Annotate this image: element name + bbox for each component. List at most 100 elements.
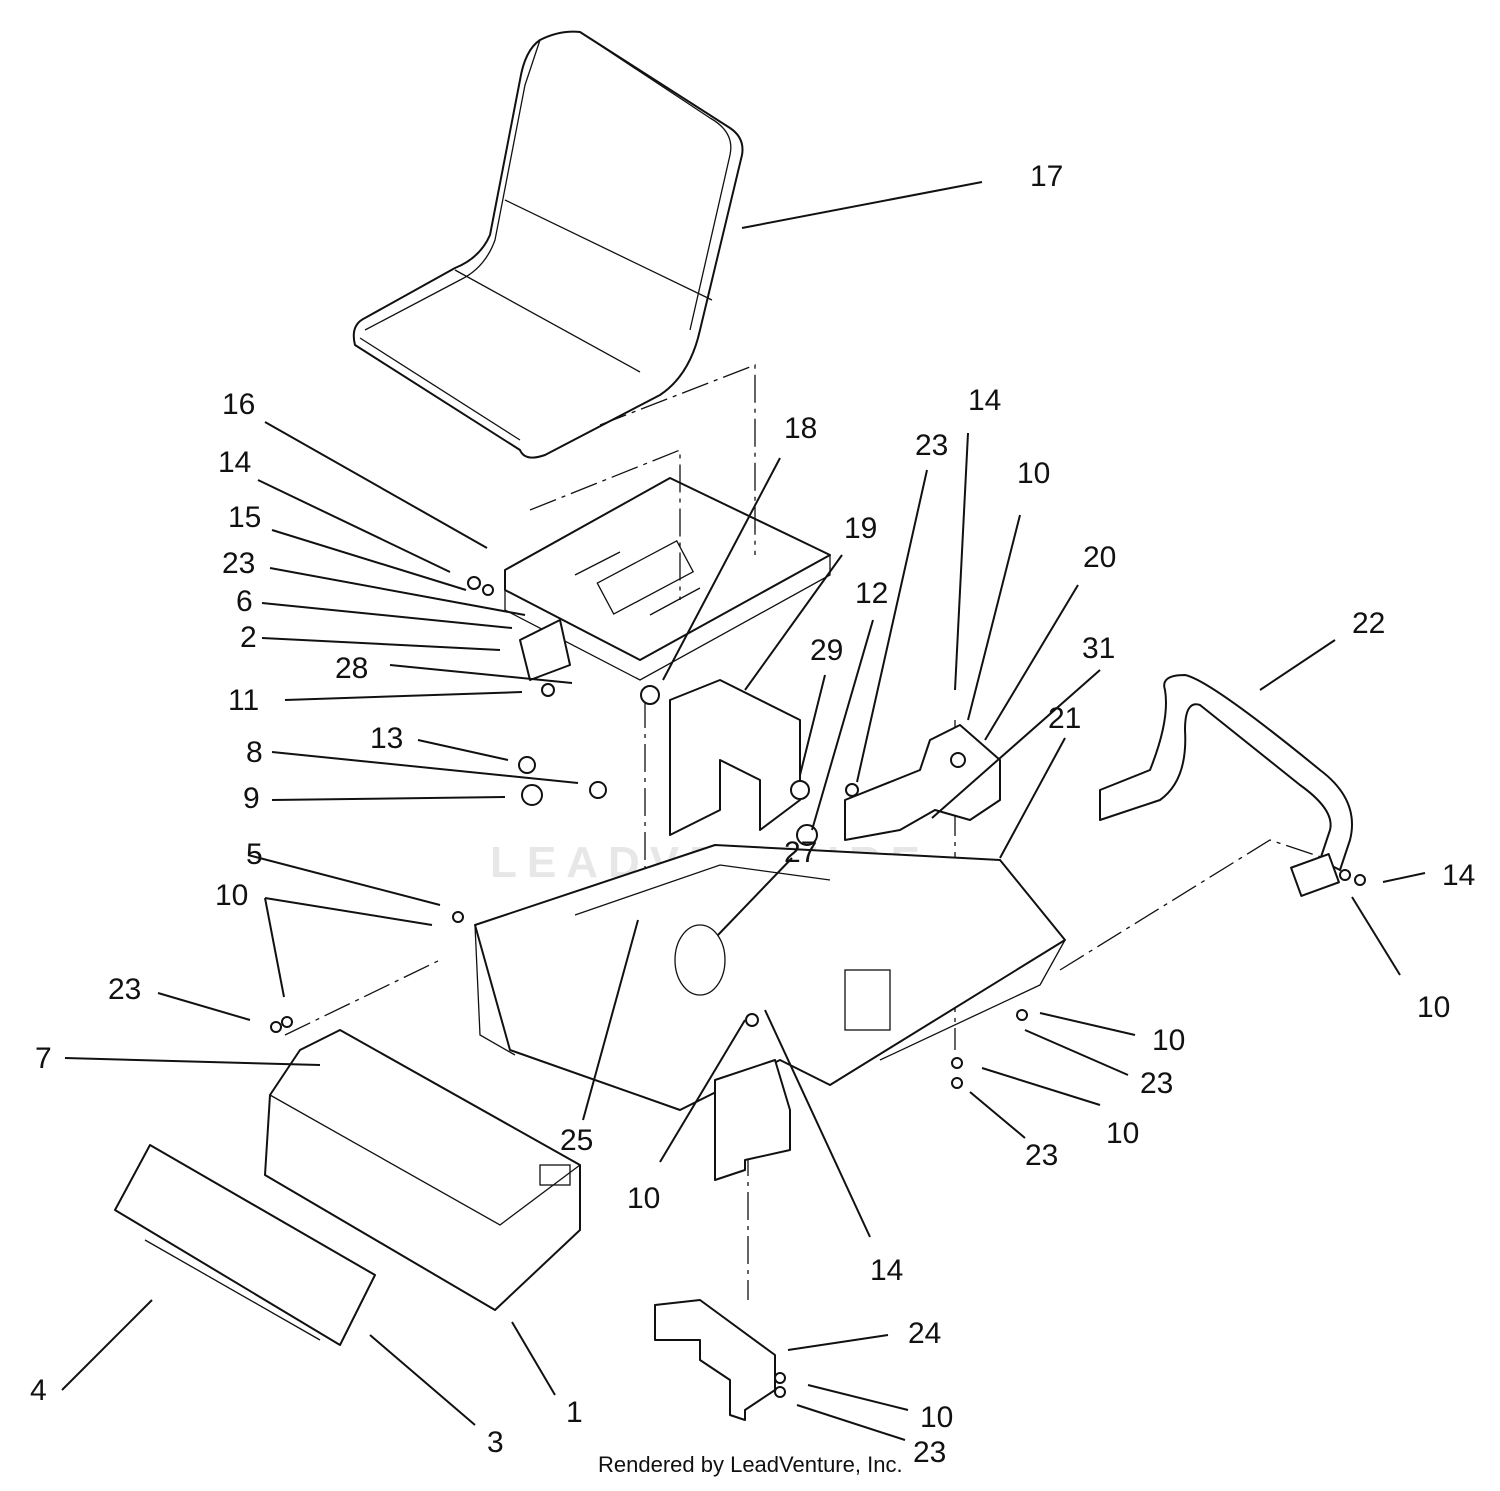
callout-23: 23: [222, 547, 255, 580]
leader-23b: [856, 469, 928, 783]
leader-4: [61, 1299, 153, 1391]
callout-25: 25: [560, 1124, 593, 1157]
callout-14: 14: [968, 384, 1001, 417]
callout-23: 23: [1140, 1067, 1173, 1100]
leader-10e-2: [264, 897, 285, 998]
callout-29: 29: [810, 634, 843, 667]
callout-23: 23: [915, 429, 948, 462]
washer-10-left: [281, 1016, 293, 1028]
leader-6: [261, 602, 513, 629]
leader-20: [984, 584, 1079, 741]
console-housing: [264, 1029, 581, 1311]
callout-23: 23: [108, 973, 141, 1006]
callout-22: 22: [1352, 607, 1385, 640]
leader-19: [744, 554, 843, 691]
callout-19: 19: [844, 512, 877, 545]
washer-10-rollbar: [1339, 869, 1351, 881]
leader-27: [717, 857, 793, 936]
leader-23c: [1024, 1029, 1129, 1076]
leader-10d: [981, 1067, 1101, 1106]
leader-18: [662, 457, 781, 681]
nut-23-left: [270, 1021, 282, 1033]
callout-12: 12: [855, 577, 888, 610]
leader-1: [511, 1321, 556, 1396]
leader-13: [417, 739, 509, 761]
callout-21: 21: [1048, 702, 1081, 735]
leader-23d: [969, 1091, 1026, 1139]
leader-24: [787, 1334, 889, 1351]
leader-10a: [967, 514, 1021, 721]
callout-10: 10: [627, 1182, 660, 1215]
callout-17: 17: [1030, 160, 1063, 193]
callout-1: 1: [566, 1396, 583, 1429]
callout-13: 13: [370, 722, 403, 755]
washer-10-center: [745, 1013, 759, 1027]
leader-3: [369, 1334, 476, 1426]
callout-10: 10: [920, 1401, 953, 1434]
callout-3: 3: [487, 1426, 504, 1459]
callout-20: 20: [1083, 541, 1116, 574]
lower-seat-mount: [654, 1299, 776, 1421]
callout-10: 10: [1106, 1117, 1139, 1150]
callout-16: 16: [222, 388, 255, 421]
callout-5: 5: [246, 838, 263, 871]
leader-17: [741, 181, 983, 229]
callout-23: 23: [1025, 1139, 1058, 1172]
knob-9: [521, 784, 543, 806]
leader-23f: [796, 1404, 906, 1441]
callout-14: 14: [870, 1254, 903, 1287]
callout-labels: 17 16 14 15 23 6 2 28 11 13 8 9 18 19 12…: [30, 160, 1475, 1469]
callout-14: 14: [1442, 859, 1475, 892]
bolt-14-left: [467, 576, 481, 590]
washer-15: [482, 584, 494, 596]
leader-23a: [269, 567, 526, 616]
leader-14c: [1382, 872, 1426, 883]
bolt-14: [950, 752, 966, 768]
leader-10g: [807, 1384, 909, 1411]
roll-bar: [1099, 674, 1353, 897]
callout-2: 2: [240, 621, 257, 654]
callout-7: 7: [35, 1042, 52, 1075]
leader-14a: [257, 479, 451, 573]
hardware: [270, 576, 1366, 1398]
callout-10: 10: [1017, 457, 1050, 490]
callout-11: 11: [228, 684, 259, 717]
washer-10-bottom: [774, 1372, 786, 1384]
leader-10f: [659, 1019, 746, 1163]
callout-18: 18: [784, 412, 817, 445]
nut-8: [589, 781, 607, 799]
leader-16: [264, 421, 488, 549]
callout-24: 24: [908, 1317, 941, 1350]
callout-9: 9: [243, 782, 260, 815]
callout-4: 4: [30, 1374, 47, 1407]
leader-31: [931, 669, 1101, 819]
left-seat-support-bracket: [669, 679, 801, 836]
leader-12: [811, 619, 874, 831]
leader-10c: [1039, 1012, 1136, 1036]
leader-15: [271, 529, 467, 591]
nut-23-under: [951, 1077, 963, 1089]
footer-credit: Rendered by LeadVenture, Inc.: [598, 1452, 903, 1477]
callout-31: 31: [1082, 632, 1115, 665]
bushing-29: [790, 780, 810, 800]
rear-mount-bracket: [714, 1059, 791, 1181]
leader-11: [284, 691, 523, 701]
washer-10-under: [951, 1057, 963, 1069]
callout-10: 10: [215, 879, 248, 912]
callout-14: 14: [218, 446, 251, 479]
bolt-18: [640, 685, 660, 705]
leader-10e-1: [264, 897, 433, 926]
leader-22: [1259, 639, 1336, 691]
leader-7: [64, 1057, 321, 1066]
leader-14d: [764, 1009, 871, 1238]
leader-14b: [954, 432, 969, 691]
callout-8: 8: [246, 736, 263, 769]
leader-28: [389, 664, 573, 684]
callout-23: 23: [913, 1436, 946, 1469]
leader-8: [271, 751, 579, 784]
leader-5: [247, 854, 441, 906]
nut-23-bottom: [774, 1386, 786, 1398]
leader-29: [799, 674, 826, 776]
main-frame: [474, 844, 1066, 1111]
